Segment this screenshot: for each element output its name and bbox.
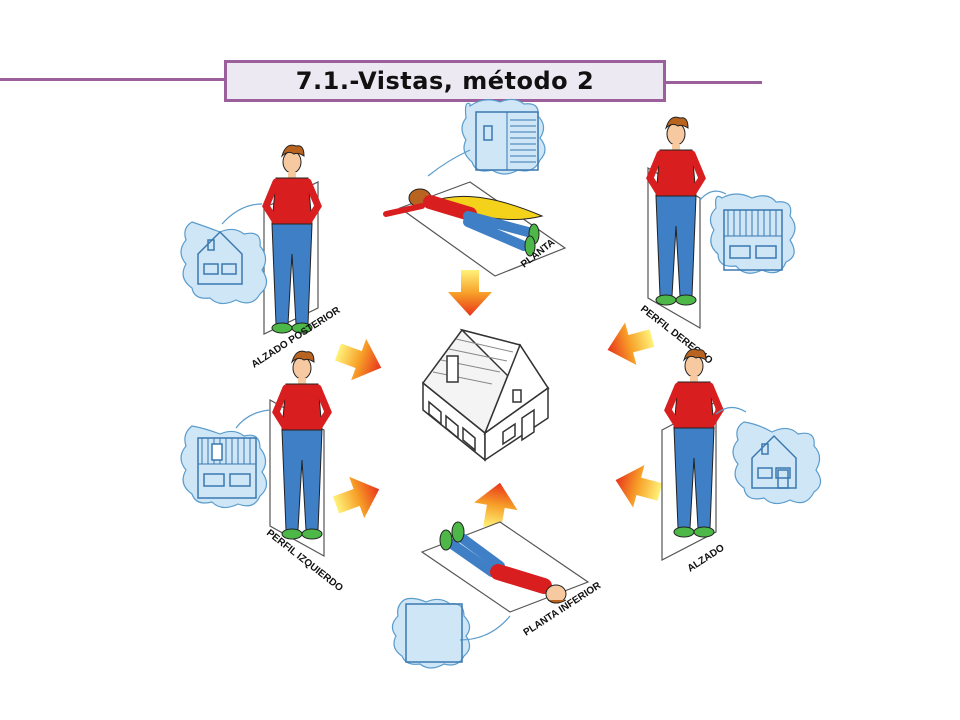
- view-planta-inferior: PLANTA INFERIOR: [391, 521, 604, 669]
- label-alzado: ALZADO: [686, 542, 727, 574]
- view-perfil-izquierdo: PERFIL IZQUIERDO: [180, 351, 345, 594]
- view-planta: PLANTA: [383, 98, 567, 277]
- page-title: 7.1.-Vistas, método 2: [295, 67, 595, 95]
- arrow-from-perfil-derecho: [601, 316, 658, 372]
- title-rule-right: [666, 81, 762, 84]
- arrow-from-perfil-izquierdo: [328, 468, 387, 526]
- house-isometric: [421, 328, 550, 462]
- view-perfil-derecho: PERFIL DERECHO: [638, 117, 796, 367]
- title-rule-left: [0, 78, 224, 81]
- arrow-from-alzado-posterior: [330, 331, 389, 389]
- title-box: 7.1.-Vistas, método 2: [224, 60, 666, 102]
- arrow-from-alzado: [609, 458, 666, 514]
- arrow-from-planta: [448, 270, 492, 316]
- view-alzado-posterior: ALZADO POSTERIOR: [180, 145, 343, 371]
- view-alzado: ALZADO: [661, 349, 822, 575]
